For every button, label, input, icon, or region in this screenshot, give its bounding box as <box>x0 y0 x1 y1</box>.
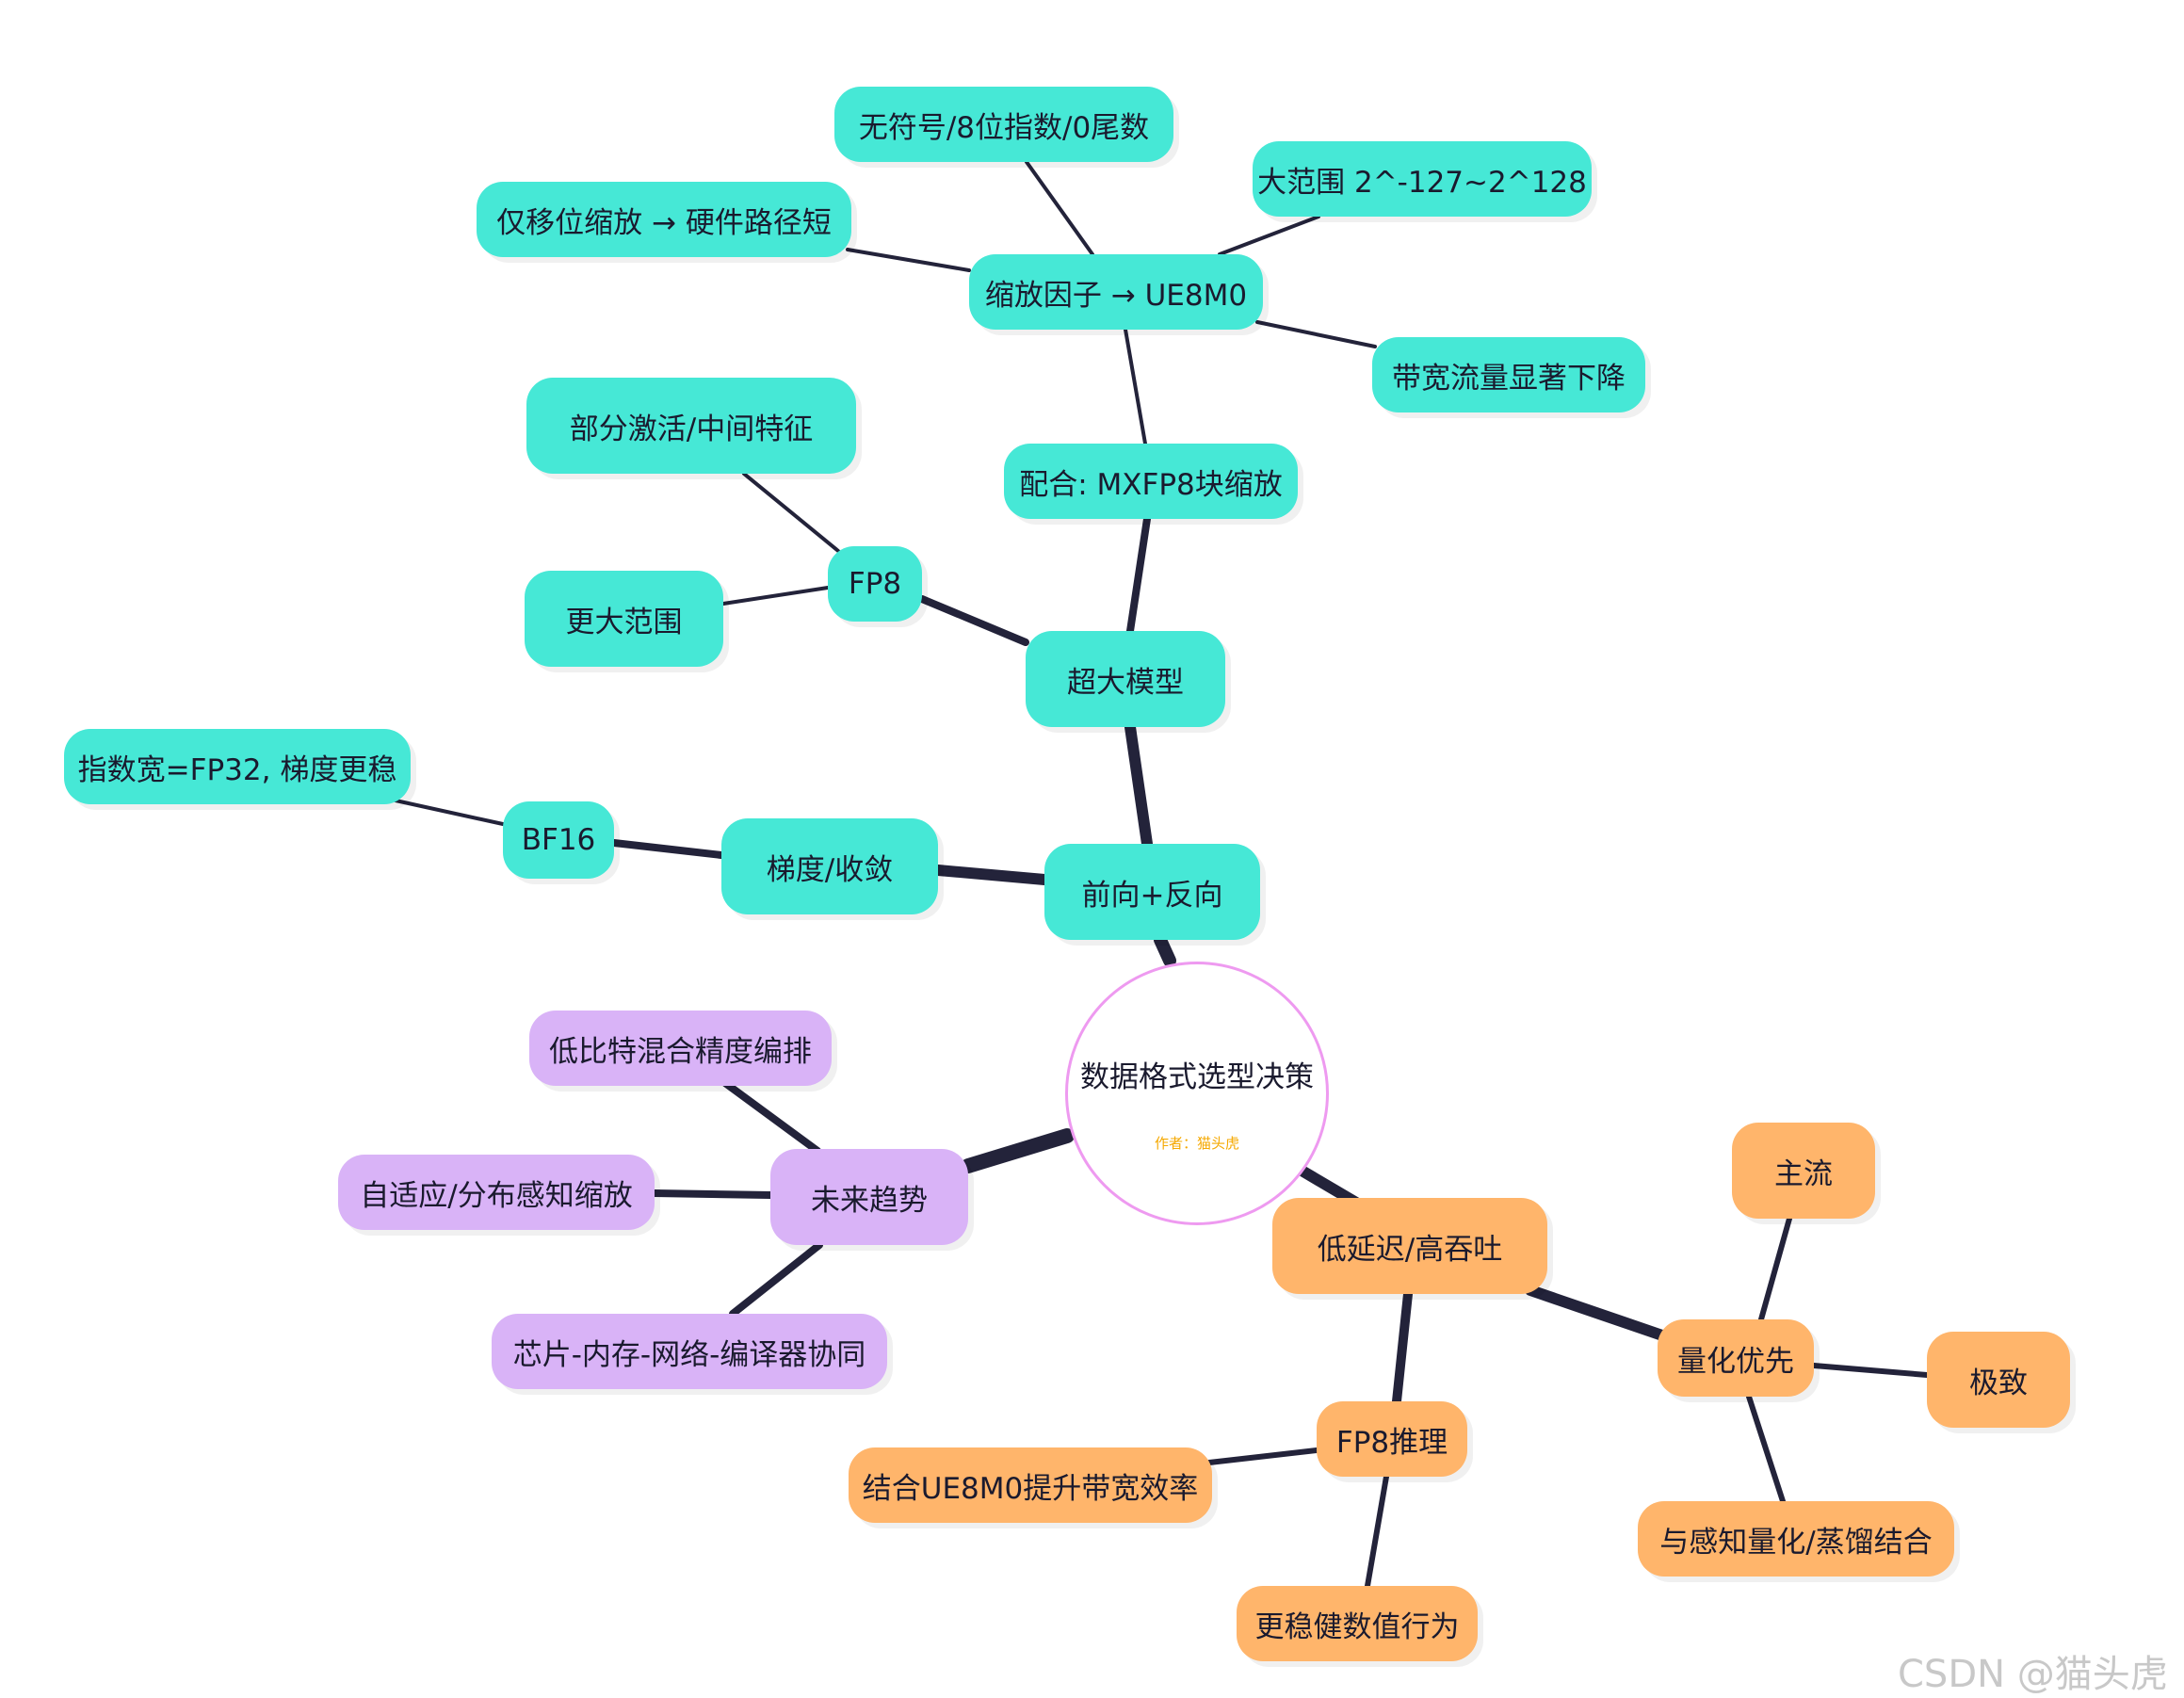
link-fp8-partial <box>742 472 840 553</box>
node-bf16-exponent[interactable]: 指数宽=FP32, 梯度更稳 <box>64 729 411 804</box>
node-extreme[interactable]: 极致 <box>1927 1332 2070 1428</box>
link-lowlat-quant <box>1525 1285 1668 1341</box>
link-fwd-model <box>1124 721 1153 849</box>
link-lowlat-fp8inf <box>1392 1289 1413 1406</box>
link-scale-range <box>1218 215 1320 256</box>
node-fp8-inference[interactable]: FP8推理 <box>1317 1401 1467 1477</box>
link-root-lowlat <box>1298 1166 1362 1208</box>
node-future-trend[interactable]: 未来趋势 <box>770 1149 968 1245</box>
node-adaptive-scaling[interactable]: 自适应/分布感知缩放 <box>338 1155 655 1230</box>
link-grad-bf16 <box>610 839 725 859</box>
watermark: CSDN @猫头虎 <box>1898 1653 2168 1696</box>
link-fp8inf-ue8m0 <box>1206 1447 1319 1465</box>
link-scale-shift <box>846 248 971 272</box>
node-lowbit-mixed[interactable]: 低比特混合精度编排 <box>529 1011 832 1086</box>
node-unsigned-format[interactable]: 无符号/8位指数/0尾数 <box>834 87 1173 162</box>
node-ue8m0-bandwidth[interactable]: 结合UE8M0提升带宽效率 <box>849 1447 1212 1523</box>
node-bf16[interactable]: BF16 <box>503 801 614 879</box>
node-mainstream[interactable]: 主流 <box>1732 1123 1875 1219</box>
node-bigger-range[interactable]: 更大范围 <box>525 571 723 667</box>
node-chip-codesign[interactable]: 芯片-内存-网络-编译器协同 <box>492 1314 887 1389</box>
link-quant-distill <box>1746 1394 1786 1504</box>
link-fwd-grad <box>932 865 1050 885</box>
link-scale-unsigned <box>1025 160 1094 256</box>
link-quant-main <box>1758 1216 1792 1322</box>
node-distillation[interactable]: 与感知量化/蒸馏结合 <box>1638 1501 1954 1577</box>
node-shift-scaling[interactable]: 仅移位缩放 → 硬件路径短 <box>477 182 851 257</box>
link-future-chip <box>729 1241 823 1318</box>
link-model-mxfp8 <box>1126 515 1151 635</box>
node-stable-numerics[interactable]: 更稳健数值行为 <box>1237 1586 1478 1661</box>
link-root-future <box>961 1128 1075 1173</box>
root-author: 作者：猫头虎 <box>1154 1135 1239 1152</box>
node-scale-factor[interactable]: 缩放因子 → UE8M0 <box>969 254 1263 330</box>
link-root-fwd <box>1154 933 1176 967</box>
link-bf16-exp <box>394 799 505 826</box>
link-quant-extreme <box>1811 1363 1930 1378</box>
node-mxfp8-block[interactable]: 配合: MXFP8块缩放 <box>1004 444 1298 519</box>
link-future-lowbit <box>721 1079 821 1155</box>
node-fp8[interactable]: FP8 <box>828 546 922 622</box>
link-future-adapt <box>651 1189 774 1199</box>
node-quant-first[interactable]: 量化优先 <box>1658 1319 1814 1397</box>
node-forward-backward[interactable]: 前向+反向 <box>1044 844 1260 940</box>
node-partial-activation[interactable]: 部分激活/中间特征 <box>526 378 856 474</box>
link-fp8inf-stable <box>1365 1474 1389 1589</box>
link-mxfp8-scale <box>1124 328 1147 445</box>
node-gradient[interactable]: 梯度/收敛 <box>721 818 938 914</box>
root-node[interactable]: 数据格式选型决策 作者：猫头虎 <box>1065 962 1329 1225</box>
link-scale-bw <box>1255 320 1377 348</box>
link-fp8-range <box>721 586 830 606</box>
link-model-fp8 <box>918 595 1029 646</box>
root-title: 数据格式选型决策 <box>1080 1060 1314 1094</box>
node-huge-model[interactable]: 超大模型 <box>1026 631 1225 727</box>
node-bandwidth-drop[interactable]: 带宽流量显著下降 <box>1372 337 1645 412</box>
node-low-latency[interactable]: 低延迟/高吞吐 <box>1272 1198 1547 1294</box>
node-wide-range[interactable]: 大范围 2^-127~2^128 <box>1253 141 1592 217</box>
